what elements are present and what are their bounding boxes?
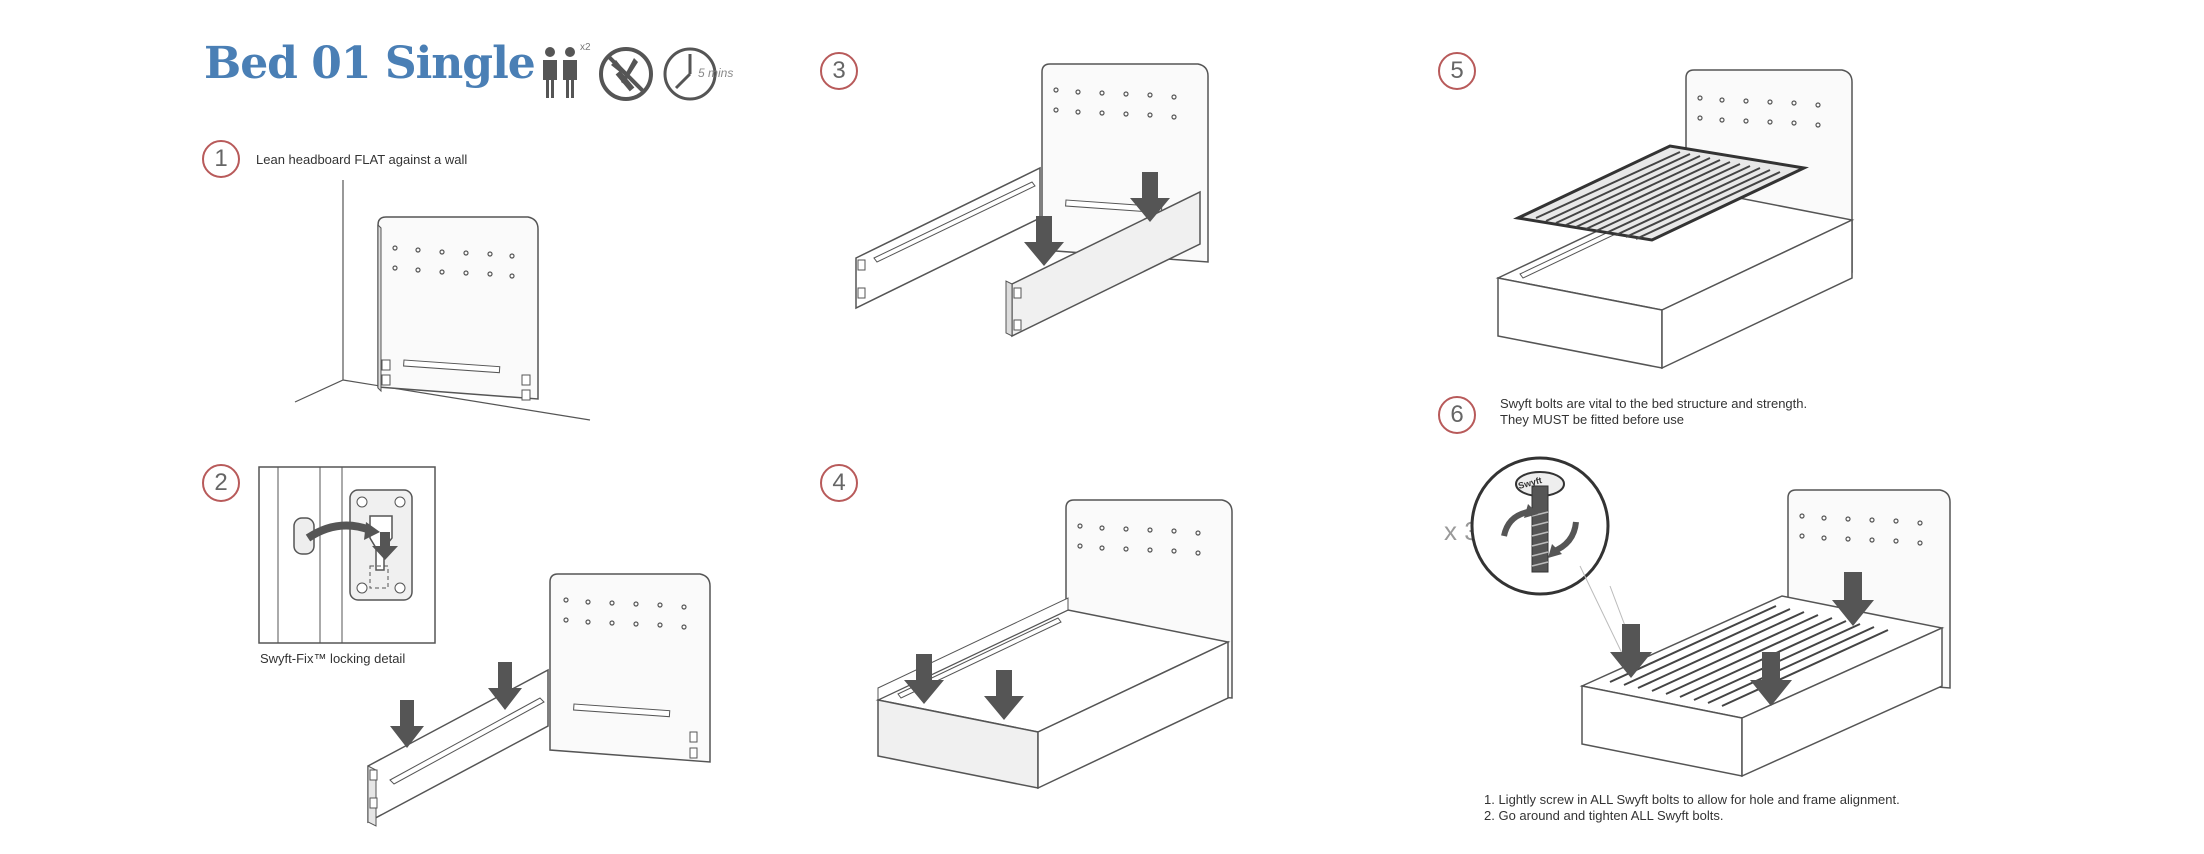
step-1-circle: 1 bbox=[202, 140, 240, 178]
people-multiplier: x2 bbox=[580, 42, 591, 53]
note-2: 2. Go around and tighten ALL Swyft bolts… bbox=[1484, 808, 1724, 823]
no-tools-icon bbox=[598, 46, 654, 107]
step-6-text-line1: Swyft bolts are vital to the bed structu… bbox=[1500, 396, 1808, 411]
step-6-circle: 6 bbox=[1438, 396, 1476, 434]
step-2-circle: 2 bbox=[202, 464, 240, 502]
step-6-illustration bbox=[1579, 489, 1951, 778]
time-label: 5 mins bbox=[698, 66, 734, 80]
clock-icon bbox=[662, 46, 718, 107]
step-6-text-line2: They MUST be fitted before use bbox=[1500, 412, 1685, 427]
step-4-circle: 4 bbox=[820, 464, 858, 502]
two-people-icon bbox=[540, 46, 600, 107]
swyft-bolt-detail bbox=[1470, 456, 1610, 596]
step-5-circle: 5 bbox=[1438, 52, 1476, 90]
step-3-circle: 3 bbox=[820, 52, 858, 90]
step-3-illustration bbox=[855, 63, 1209, 338]
swyft-fix-detail bbox=[258, 466, 436, 644]
step-4-illustration bbox=[875, 499, 1233, 790]
step-5-illustration bbox=[1495, 69, 1855, 370]
page-title: Bed 01 Single bbox=[204, 38, 536, 89]
step-2-illustration bbox=[367, 573, 711, 827]
step-1-illustration bbox=[294, 180, 591, 421]
note-1: 1. Lightly screw in ALL Swyft bolts to a… bbox=[1484, 792, 1900, 807]
step-1-text: Lean headboard FLAT against a wall bbox=[256, 152, 468, 167]
swyft-fix-caption: Swyft-Fix™ locking detail bbox=[260, 651, 406, 666]
